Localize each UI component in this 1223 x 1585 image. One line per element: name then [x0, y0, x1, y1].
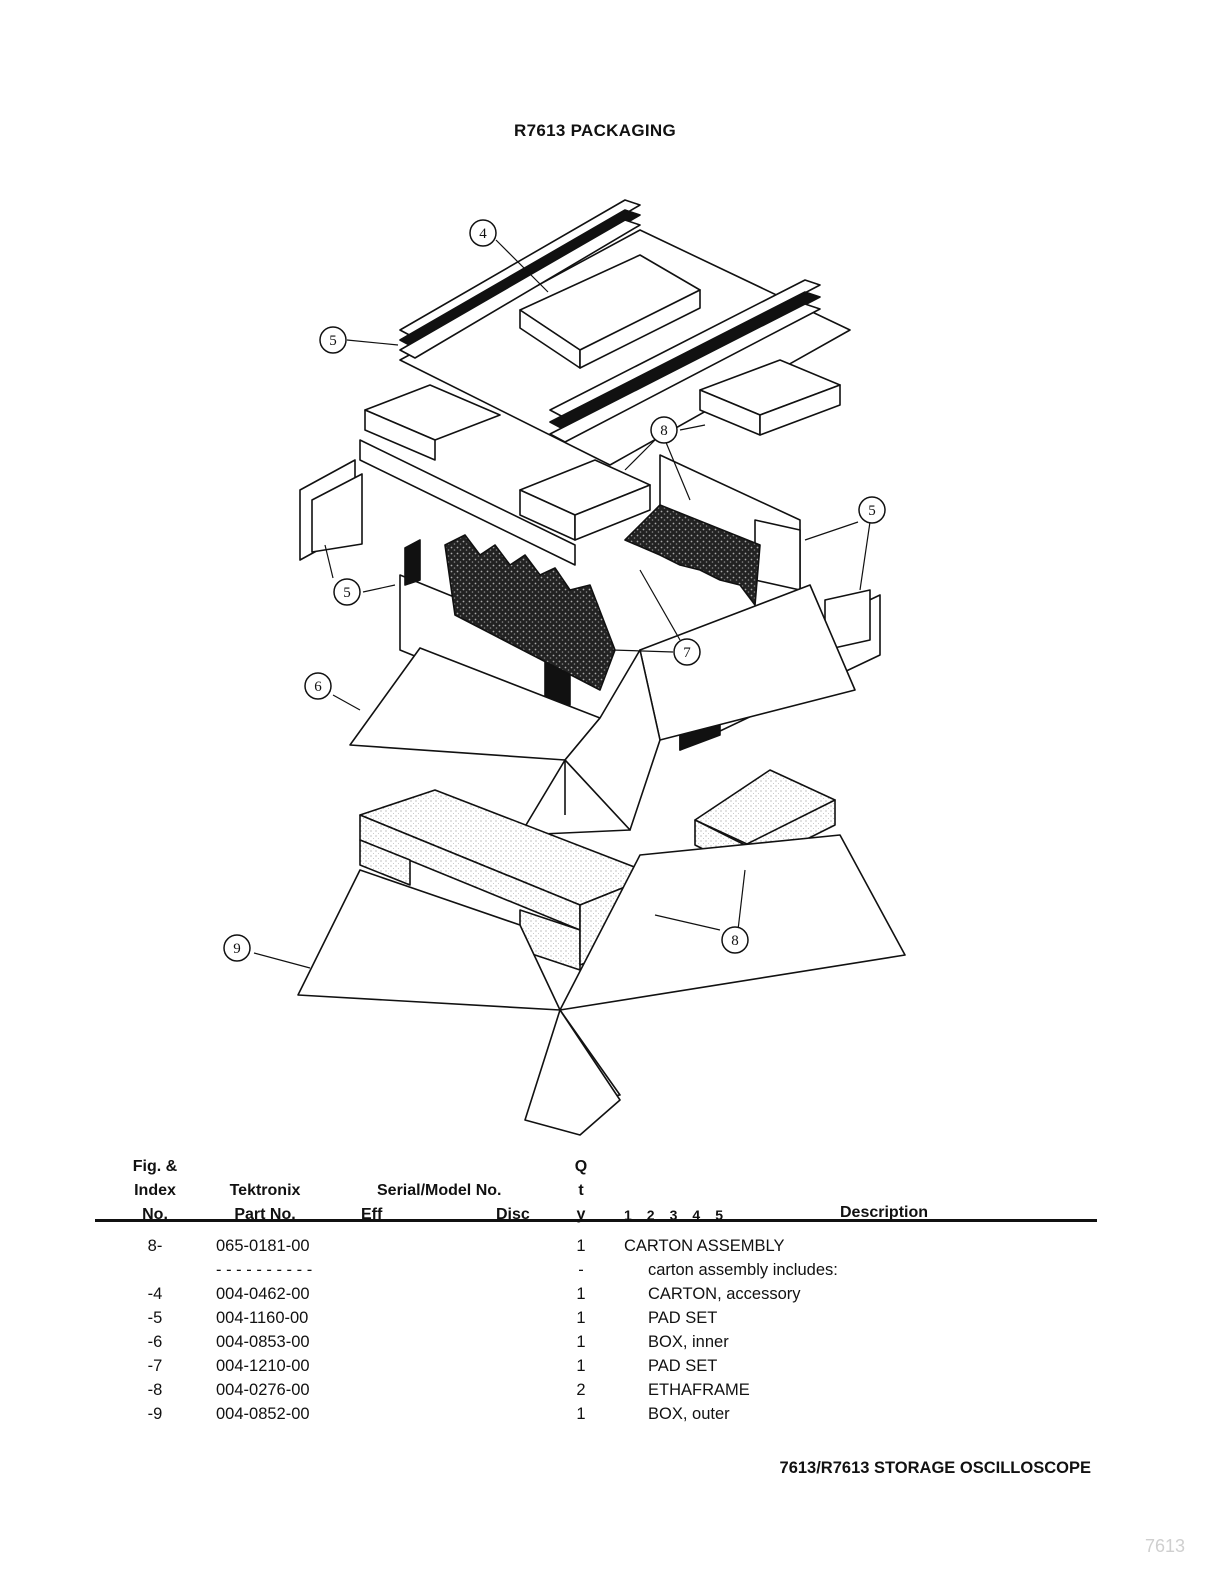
- table-row: -9 004-0852-00 1 BOX, outer: [0, 1402, 1223, 1426]
- row-index: -8: [147, 1381, 163, 1399]
- row-description: PAD SET: [648, 1357, 718, 1375]
- pad-set-top-strips: [399, 199, 821, 443]
- page-title: R7613 PACKAGING: [514, 121, 676, 140]
- row-description: BOX, inner: [648, 1333, 729, 1351]
- svg-text:5: 5: [343, 585, 351, 601]
- row-index: -4: [147, 1285, 163, 1303]
- callout-5: 5: [858, 496, 886, 524]
- row-part-number: - - - - - - - - - -: [216, 1261, 313, 1279]
- box-outer: [297, 834, 906, 1136]
- footer-title: 7613/R7613 STORAGE OSCILLOSCOPE: [779, 1459, 1091, 1477]
- header-fig-index: Fig. & Index No.: [132, 1158, 178, 1223]
- callout-8: 8: [650, 416, 678, 444]
- svg-text:8: 8: [731, 933, 739, 949]
- row-quantity: 1: [576, 1237, 586, 1255]
- header-tektronix-part: Tektronix Part No.: [229, 1182, 301, 1223]
- row-description: CARTON ASSEMBLY: [624, 1237, 785, 1255]
- row-index: -6: [147, 1333, 163, 1351]
- row-quantity: 1: [576, 1309, 586, 1327]
- table-row: -6 004-0853-00 1 BOX, inner: [0, 1330, 1223, 1354]
- row-quantity: 1: [576, 1357, 586, 1375]
- callout-6: 6: [304, 672, 332, 700]
- callouts: 4 5 5 8 5 5 7 6 8 9: [223, 219, 886, 962]
- leader-lines: [253, 239, 871, 969]
- row-part-number: 004-1210-00: [216, 1357, 310, 1375]
- svg-text:8: 8: [660, 423, 668, 439]
- row-description: BOX, outer: [648, 1405, 730, 1423]
- row-index: 8-: [147, 1237, 163, 1255]
- row-index: -9: [147, 1405, 163, 1423]
- row-quantity: 2: [576, 1381, 586, 1399]
- svg-text:9: 9: [233, 941, 241, 957]
- callout-5: 5: [333, 578, 361, 606]
- table-row: -7 004-1210-00 1 PAD SET: [0, 1354, 1223, 1378]
- row-part-number: 004-1160-00: [216, 1309, 309, 1327]
- callout-5: 5: [319, 326, 347, 354]
- svg-text:4: 4: [479, 226, 487, 242]
- row-description: carton assembly includes:: [648, 1261, 838, 1279]
- row-quantity: 1: [576, 1333, 586, 1351]
- header-serial-model: Serial/Model No.: [377, 1182, 502, 1199]
- callout-4: 4: [469, 219, 497, 247]
- exploded-packaging-diagram: 4 5 5 8 5 5 7 6 8 9: [223, 199, 906, 1136]
- row-description: ETHAFRAME: [648, 1381, 750, 1399]
- row-part-number: 004-0853-00: [216, 1333, 310, 1351]
- header-disc: Disc: [496, 1206, 530, 1223]
- carton-accessory: [399, 229, 851, 466]
- row-description: PAD SET: [648, 1309, 718, 1327]
- table-row: -4 004-0462-00 1 CARTON, accessory: [0, 1282, 1223, 1306]
- callout-8: 8: [721, 926, 749, 954]
- svg-text:5: 5: [868, 503, 876, 519]
- row-index: -7: [147, 1357, 163, 1375]
- table-row: - - - - - - - - - - - carton assembly incl…: [0, 1258, 1223, 1282]
- page-mark: 7613: [1144, 1536, 1185, 1556]
- row-part-number: 065-0181-00: [216, 1237, 310, 1255]
- row-quantity: 1: [576, 1285, 586, 1303]
- table-row: -8 004-0276-00 2 ETHAFRAME: [0, 1378, 1223, 1402]
- row-description: CARTON, accessory: [648, 1285, 801, 1303]
- svg-text:5: 5: [329, 333, 337, 349]
- row-quantity: 1: [576, 1405, 586, 1423]
- row-part-number: 004-0852-00: [216, 1405, 310, 1423]
- corner-blocks-top: [359, 359, 841, 566]
- header-qty: Q t y: [574, 1158, 588, 1223]
- pad-set-foam: [444, 504, 761, 691]
- table-row: 8- 065-0181-00 1 CARTON ASSEMBLY: [0, 1234, 1223, 1258]
- row-part-number: 004-0276-00: [216, 1381, 310, 1399]
- box-inner: [349, 584, 856, 836]
- callout-9: 9: [223, 934, 251, 962]
- row-part-number: 004-0462-00: [216, 1285, 310, 1303]
- header-eff: Eff: [361, 1206, 383, 1223]
- header-rule: [95, 1219, 1097, 1222]
- row-quantity: -: [578, 1261, 584, 1279]
- callout-7: 7: [673, 638, 701, 666]
- svg-text:7: 7: [683, 645, 691, 661]
- table-row: -5 004-1160-00 1 PAD SET: [0, 1306, 1223, 1330]
- svg-text:6: 6: [314, 679, 322, 695]
- header-description: Description: [840, 1204, 929, 1221]
- row-index: -5: [147, 1309, 163, 1327]
